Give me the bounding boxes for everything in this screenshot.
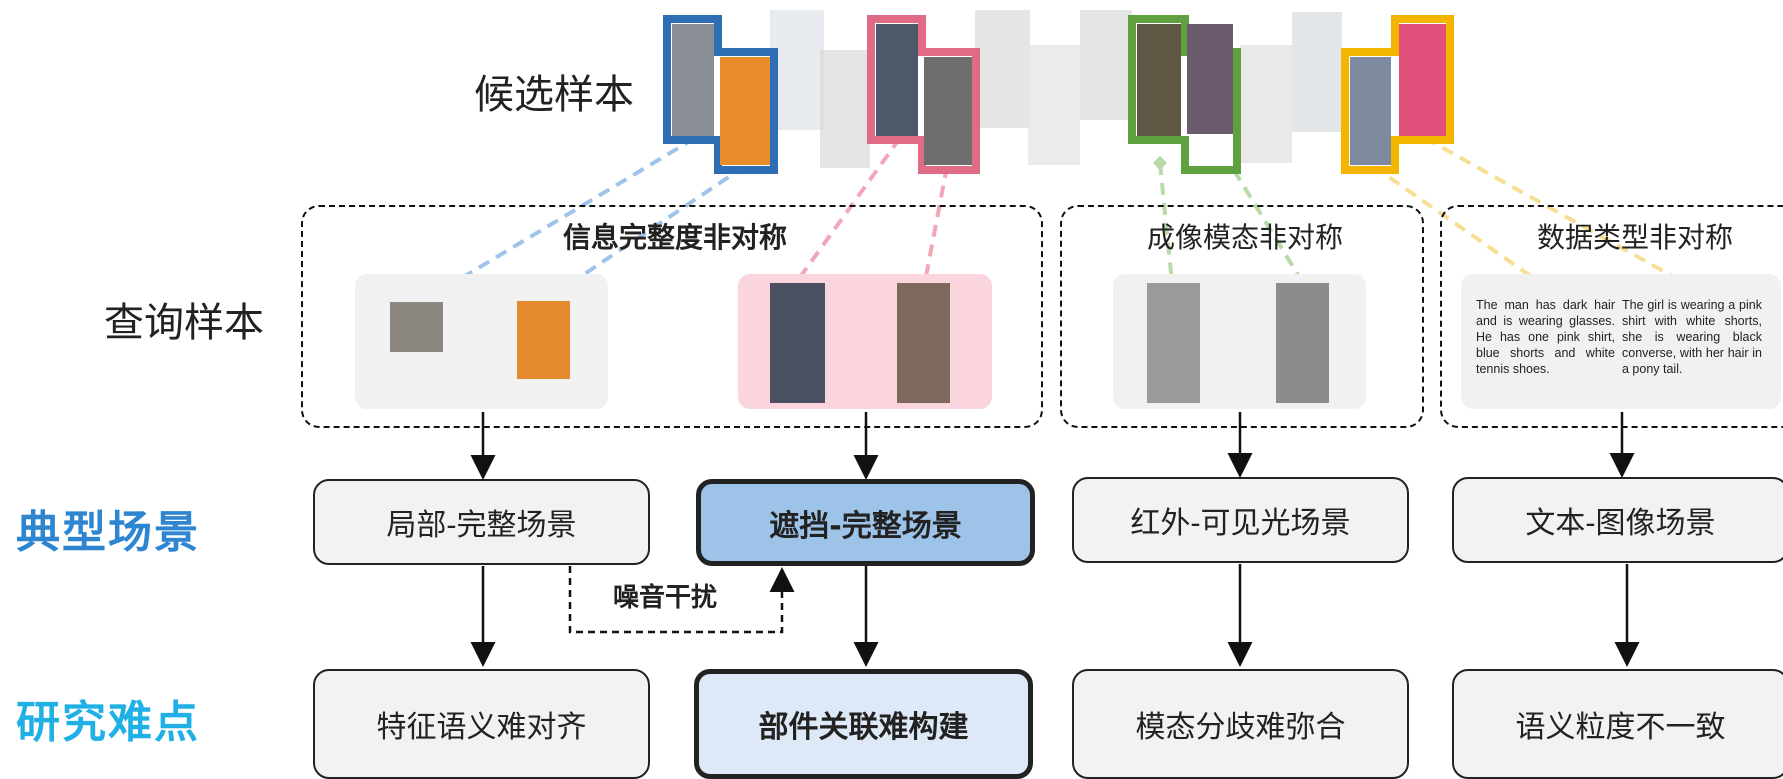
infrared-query-person-1 — [1147, 283, 1200, 403]
info-asymmetry-title: 信息完整度非对称 — [562, 221, 787, 254]
faded-person-6 — [1240, 45, 1292, 163]
difficulties-row-label: 研究难点 — [16, 697, 200, 748]
scenarios-row-label: 典型场景 — [16, 507, 200, 558]
faded-person-7 — [1292, 12, 1342, 132]
faded-person-5 — [1080, 10, 1132, 120]
candidates-row-label: 候选样本 — [474, 72, 634, 118]
faded-person-4 — [1028, 45, 1080, 165]
text-query-panel — [1461, 274, 1781, 409]
text-scenario-box: 文本-图像场景 — [1452, 477, 1783, 563]
queries-row-label: 查询样本 — [104, 300, 264, 346]
faded-person-1 — [770, 10, 824, 130]
datatype-asymmetry-group — [1440, 205, 1783, 428]
faded-person-3 — [975, 10, 1030, 128]
info-asymmetry-group — [301, 205, 1043, 428]
part-relation-box: 部件关联难构建 — [694, 669, 1033, 779]
faded-person-2 — [820, 50, 870, 168]
occluded-scenario-box: 遮挡-完整场景 — [696, 479, 1035, 566]
occluded-query-person-1 — [770, 283, 825, 403]
partial-scenario-box: 局部-完整场景 — [313, 479, 650, 565]
feature-alignment-box: 特征语义难对齐 — [313, 669, 650, 779]
text-query-girl: The girl is wearing a pink shirt with wh… — [1622, 298, 1762, 376]
semantic-granularity-box: 语义粒度不一致 — [1452, 669, 1783, 779]
datatype-asymmetry-title: 数据类型非对称 — [1536, 221, 1733, 254]
infrared-scenario-box: 红外-可见光场景 — [1072, 477, 1409, 563]
partial-query-face-1 — [390, 302, 443, 352]
modality-asymmetry-group — [1060, 205, 1424, 428]
infrared-query-person-2 — [1276, 283, 1329, 403]
occluded-query-person-2 — [897, 283, 950, 403]
noise-interference-label: 噪音干扰 — [613, 583, 718, 613]
modality-gap-box: 模态分歧难弥合 — [1072, 669, 1409, 779]
modality-asymmetry-title: 成像模态非对称 — [1146, 221, 1343, 254]
partial-query-face-2 — [517, 301, 570, 379]
text-query-man: The man has dark hair and is wearing gla… — [1476, 298, 1615, 376]
